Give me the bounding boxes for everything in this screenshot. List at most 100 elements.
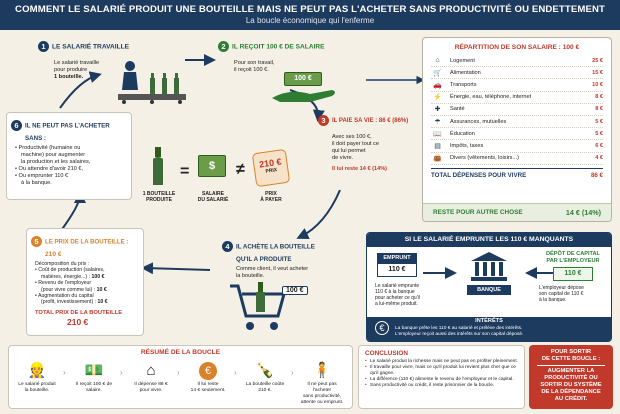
repartition-value: 5 € [595,130,603,137]
salary-label: SALAIRE [202,191,224,197]
step-number: 3 [318,115,329,127]
repartition-value: 8 € [595,94,603,101]
price-part-value: 10 € [96,286,107,293]
loan-text: a lui-même produit. [375,301,418,307]
arrow-3-4 [296,189,341,239]
step-title: QU'IL A PRODUITE [236,256,292,263]
bank-label: BANQUE [467,285,511,295]
loan-text: 110 € à la banque [375,289,415,295]
equals-sign: = [180,163,190,180]
summary-text: 14 € seulement. [190,388,226,393]
step-number: 1 [38,41,49,53]
summary-title: RÉSUMÉ DE LA BOUCLE [140,349,221,356]
money-icon: 💵 [84,362,104,379]
step-text: la bouteille. [236,273,265,279]
repartition-label: Santé [450,106,465,113]
arrow-6-1 [59,71,102,109]
step-text: Comme client, il veut acheter [236,266,309,272]
summary-text: la bouteille. [24,388,50,393]
summary-text: attente ou emprunt. [300,400,344,405]
deposit-text: son capital de 110 € [539,291,584,297]
step-title: IL NE PEUT PAS L'ACHETER [25,122,110,130]
loan-amount: 110 € [377,263,417,277]
deposit-title: PAR L'EMPLOYEUR [546,257,600,264]
repartition-label: Logement [450,57,475,64]
repartition-rest-row: RESTE POUR AUTRE CHOSE 14 € (14%) [423,203,611,221]
chevron-right-icon: › [63,368,66,377]
house-icon: ⌂ [146,362,156,379]
bank-icon [471,252,507,281]
salary-label: DU SALARIÉ [197,197,229,203]
step-text: Ou attendre d'avoir 210 €, [18,166,84,172]
step-text: machine) pour augmenter [21,152,86,158]
bolt-icon: ⚡ [433,94,442,102]
deposit-title: DÉPÔT DE CAPITAL [546,251,600,257]
repartition-label: Transports [450,81,477,88]
step-number: 2 [218,41,229,53]
worker-icon: 👷 [27,362,47,379]
step-text: matières, énergie...) : [41,273,91,280]
price-label: À PAYER [260,197,282,203]
not-equal-sign: ≠ [236,161,245,178]
cross-icon: ✚ [434,106,441,114]
repartition-value: 4 € [595,155,603,162]
chevron-right-icon: › [177,368,180,377]
bottle-icon [153,147,163,185]
repartition-row: 👜Divers (vêtements, loisirs...)4 € [431,153,603,165]
page-subtitle: La boucle économique qui l'enferme [245,16,375,25]
summary-text: sans productivité, [302,394,342,399]
conclusion-item: Sans productivité ou crédit, il reste pr… [365,383,518,389]
summary-step: ⌂Il dépense 86 €pour vivre. [129,360,173,394]
step-text: Décomposition du prix : [35,261,90,267]
summary-text: Il dépense 86 € [134,382,168,387]
step-text: de vivre. [332,155,354,161]
step-text: Il lui reste 14 € (14%) [332,166,388,172]
repartition-value: 6 € [595,142,603,149]
bottle-icon: 🍾 [255,362,275,379]
step-text: Le salarié travaille [54,60,100,66]
step-title: LE SALARIÉ TRAVAILLE [52,43,130,51]
interest-text: La banque prête les 110 € au salarié et … [395,326,523,331]
exit-loop-callout: POUR SORTIR DE CETTE BOUCLE : AUGMENTER … [529,345,613,409]
summary-text: Il ne peut pas l'acheter [307,382,337,393]
step-text: Augmentation du capital [37,293,94,300]
step-text: Revenu de l'employeur [38,280,92,287]
summary-text: La bouteille coûte [245,382,285,387]
repartition-label: Alimentation [450,69,481,76]
price-part-value: 100 € [91,273,105,280]
step-text: (profit, investissement) : [41,299,97,306]
callout-text: SORTIR DU SYSTÈME [540,382,602,388]
loan-panel: SI LE SALARIÉ EMPRUNTE LES 110 € MANQUAN… [366,232,612,342]
callout-text: AUGMENTER LA [547,368,595,374]
umbrella-icon: ☂ [434,118,441,126]
step-title: IL REÇOIT 100 € DE SALAIRE [232,43,325,51]
header: COMMENT LE SALARIÉ PRODUIT UNE BOUTEILLE… [0,0,620,30]
callout-text: AU CRÉDIT. [554,396,588,402]
repartition-label: Divers (vêtements, loisirs...) [450,155,520,162]
bottle-label: 1 BOUTEILLE [142,191,176,197]
repartition-value: 15 € [592,69,603,76]
step-text: à la banque. [21,180,52,186]
summary-text: Il reçoit 100 € de [75,382,113,387]
callout-text: POUR SORTIR [550,349,592,355]
step-title: SANS : [25,135,46,142]
step-title: IL ACHÈTE LA BOUTEILLE [236,243,315,251]
step-text: (pour vivre comme lui) : [41,286,96,293]
callout-text: DE CETTE BOUCLE : [541,356,601,362]
shopping-cart-icon [230,282,286,330]
salary-money-icon: $ [198,155,226,177]
step-text: il reçoit 100 €. [234,67,269,73]
worker-assembly-icon [118,61,186,104]
page-title: COMMENT LE SALARIÉ PRODUIT UNE BOUTEILLE… [15,4,605,15]
salary-repartition-panel: RÉPARTITION DE SON SALAIRE : 100 € ⌂Loge… [422,37,612,222]
arrow-4-5 [141,262,211,275]
price-part-value: 10 € [97,299,108,306]
